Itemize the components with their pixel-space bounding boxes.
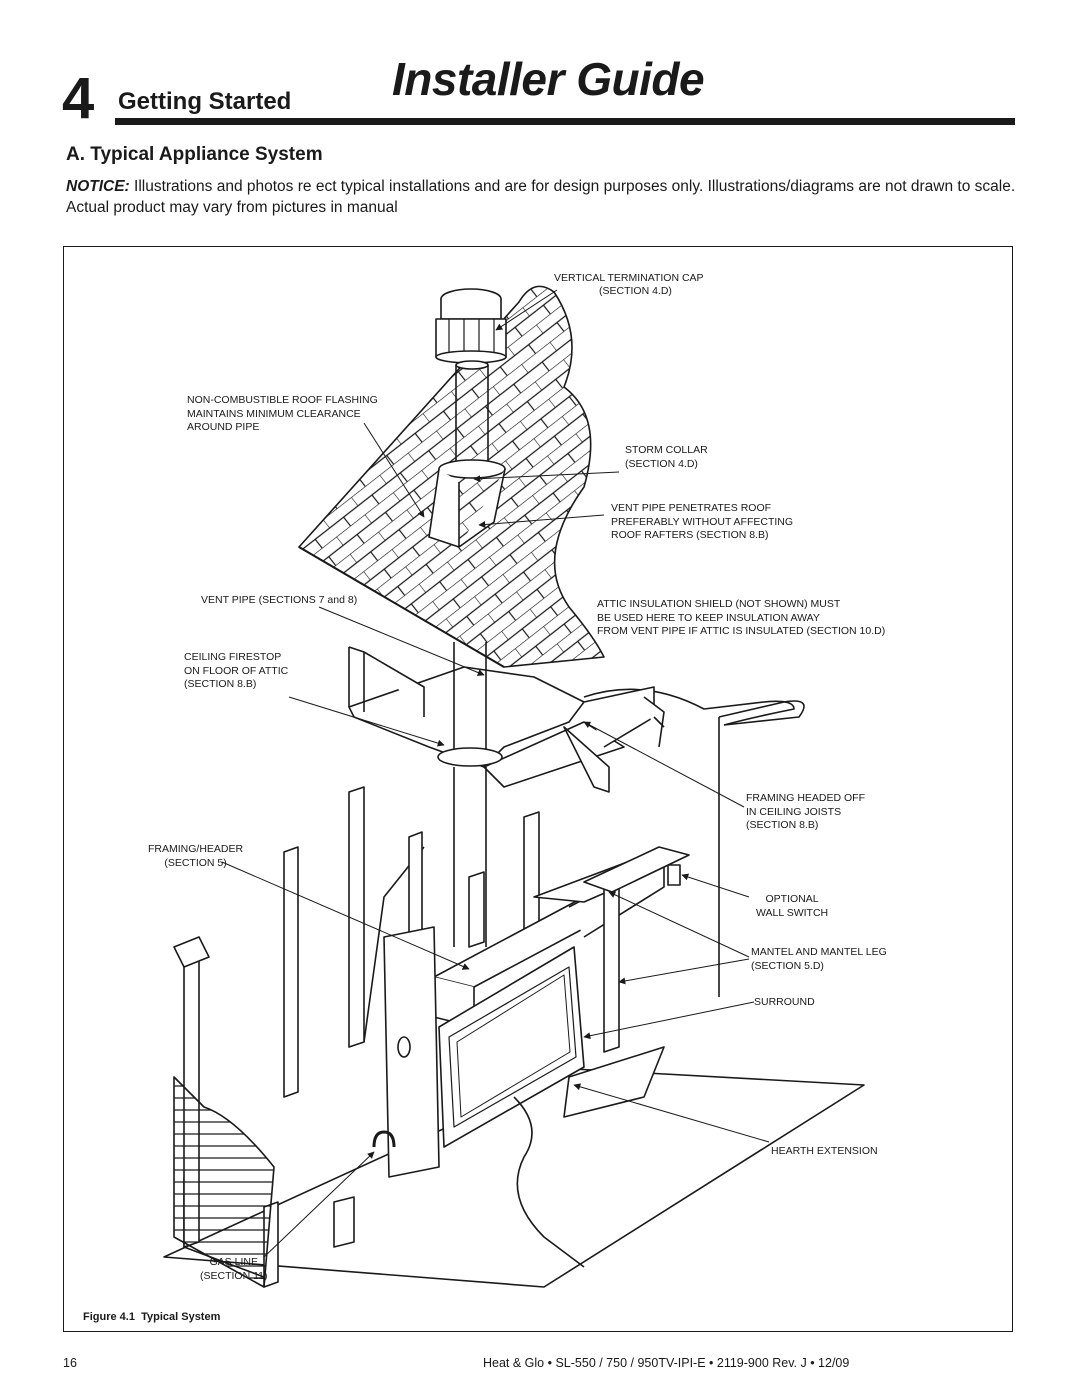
label-mantel: MANTEL AND MANTEL LEG (SECTION 5.D) bbox=[751, 946, 887, 972]
hearth-extension bbox=[513, 1096, 585, 1268]
notice-label: NOTICE: bbox=[66, 178, 130, 195]
vent-pipe-lower bbox=[453, 767, 487, 947]
label-framing-header: FRAMING/HEADER (SECTION 5) bbox=[148, 843, 244, 869]
label-roof-flashing: NON-COMBUSTIBLE ROOF FLASHING MAINTAINS … bbox=[187, 394, 378, 433]
figure-caption: Figure 4.1 Typical System bbox=[83, 1311, 220, 1323]
attic-framing bbox=[348, 646, 665, 793]
header-rule bbox=[115, 118, 1015, 125]
termination-cap bbox=[435, 288, 507, 364]
label-hearth-extension: HEARTH EXTENSION bbox=[771, 1145, 878, 1157]
label-attic-shield: ATTIC INSULATION SHIELD (NOT SHOWN) MUST… bbox=[597, 598, 886, 637]
label-vent-penetrates-roof: VENT PIPE PENETRATES ROOF PREFERABLY WIT… bbox=[611, 502, 794, 541]
label-vent-pipe: VENT PIPE (SECTIONS 7 and 8) bbox=[201, 594, 358, 606]
label-surround: SURROUND bbox=[754, 996, 815, 1008]
roof-flashing bbox=[428, 459, 506, 548]
vent-pipe-upper bbox=[455, 365, 489, 467]
label-storm-collar: STORM COLLAR (SECTION 4.D) bbox=[625, 444, 708, 470]
guide-title: Installer Guide bbox=[392, 53, 705, 105]
installation-illustration: VERTICAL TERMINATION CAP (SECTION 4.D) bbox=[163, 272, 865, 1288]
label-ceiling-firestop: CEILING FIRESTOP ON FLOOR OF ATTIC (SECT… bbox=[184, 651, 289, 690]
notice-paragraph: NOTICE: Illustrations and photos re ect … bbox=[66, 176, 1026, 218]
mantel-shelf bbox=[583, 846, 690, 893]
label-gas-line: GAS LINE (SECTION 11) bbox=[200, 1256, 268, 1282]
notice-text: Illustrations and photos re ect typical … bbox=[66, 178, 1016, 216]
siding-wall bbox=[173, 1076, 275, 1288]
label-vertical-termination-cap: VERTICAL TERMINATION CAP (SECTION 4.D) bbox=[554, 272, 706, 297]
fireplace-assembly bbox=[383, 851, 665, 1178]
vent-pipe-middle bbox=[453, 642, 487, 757]
gas-line-pipe bbox=[372, 1130, 396, 1148]
document-info: Heat & Glo • SL-550 / 750 / 950TV-IPI-E … bbox=[483, 1356, 850, 1370]
section-heading: A. Typical Appliance System bbox=[66, 144, 323, 165]
figure-caption-title: Typical System bbox=[141, 1311, 221, 1323]
label-optional-wall-switch: OPTIONAL WALL SWITCH bbox=[756, 893, 829, 919]
ceiling-plane bbox=[583, 688, 795, 726]
callout-labels: VERTICAL TERMINATION CAP (SECTION 4.D) bbox=[554, 272, 706, 297]
page-number: 16 bbox=[63, 1356, 77, 1370]
figure-frame bbox=[63, 246, 1013, 1332]
label-vtc-line1: VERTICAL TERMINATION CAP bbox=[554, 272, 704, 284]
chapter-number: 4 bbox=[62, 66, 95, 131]
wall-switch bbox=[667, 864, 681, 886]
label-vtc-line2: (SECTION 4.D) bbox=[599, 285, 672, 297]
figure-caption-label: Figure 4.1 bbox=[83, 1311, 135, 1323]
chapter-title: Getting Started bbox=[118, 88, 292, 115]
label-framing-headed-off: FRAMING HEADED OFF IN CEILING JOISTS (SE… bbox=[746, 792, 866, 831]
